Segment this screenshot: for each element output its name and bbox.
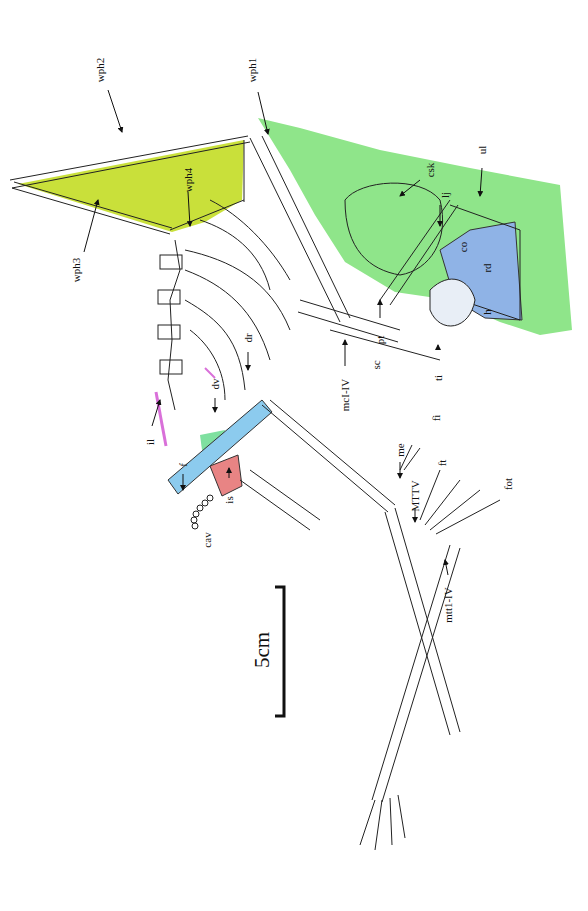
part-label: rd xyxy=(482,263,493,272)
part-label: is xyxy=(224,496,235,503)
part-label: ti xyxy=(433,375,444,381)
part-label: cav xyxy=(202,532,213,547)
part-label: wph2 xyxy=(95,58,106,82)
part-label: me xyxy=(395,443,406,456)
part-label: wph4 xyxy=(183,168,194,192)
part-label: pt xyxy=(375,336,386,345)
part-label: dv xyxy=(210,379,221,390)
part-label: MTTV xyxy=(410,480,421,511)
part-label: fi xyxy=(431,415,442,422)
part-label: fot xyxy=(503,478,514,490)
part-label: f xyxy=(178,463,189,467)
part-label: il xyxy=(145,439,156,445)
part-label: co xyxy=(458,242,469,252)
part-label: ul xyxy=(477,146,488,155)
part-label: wph3 xyxy=(71,258,82,282)
part-label: ft xyxy=(437,460,448,467)
part-label: csk xyxy=(425,163,436,178)
part-label: sc xyxy=(371,360,382,369)
part-label: wph1 xyxy=(247,58,258,82)
part-label: mtt1-IV xyxy=(443,587,454,622)
scale-label: 5cm xyxy=(252,632,273,668)
part-label: lj xyxy=(440,192,451,198)
part-label: h xyxy=(482,309,493,315)
part-label: dr xyxy=(243,333,254,342)
part-label: mcI-IV xyxy=(340,379,351,411)
